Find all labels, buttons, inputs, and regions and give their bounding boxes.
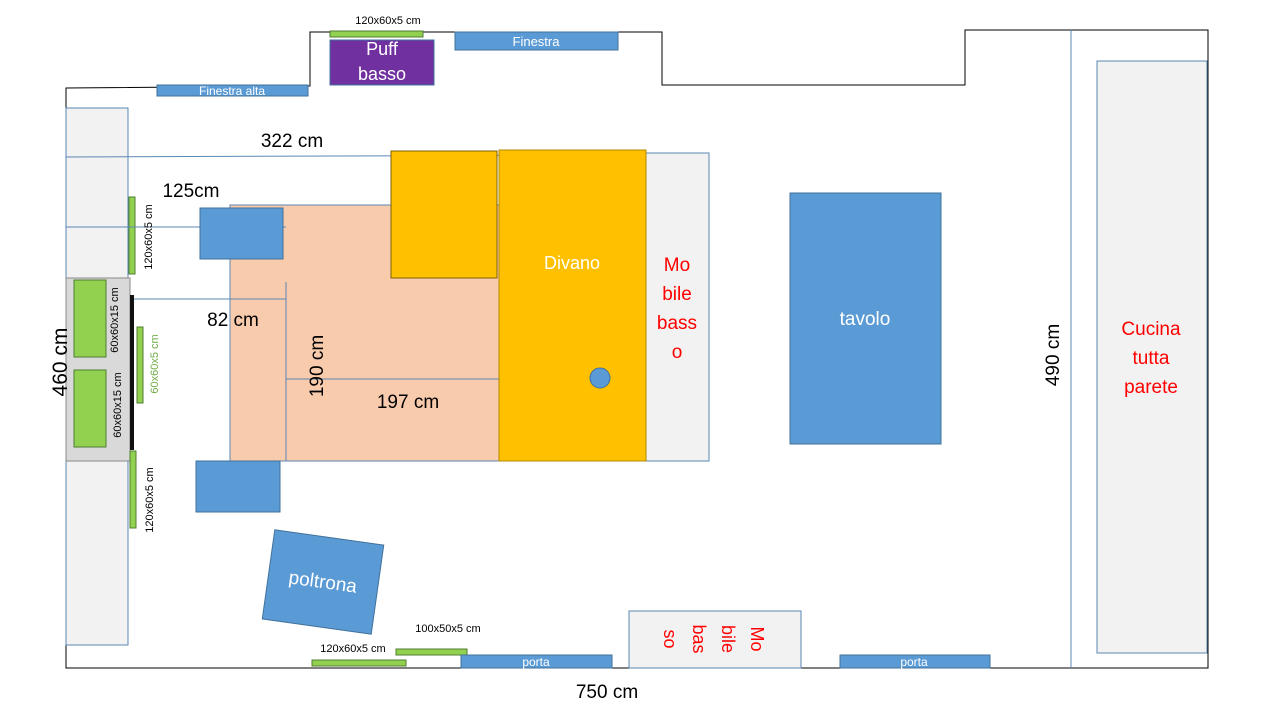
window-label: Finestra	[513, 34, 561, 49]
tv-panel-bottom	[73, 369, 107, 448]
room-outline	[65, 29, 1209, 669]
side-table-bottom	[195, 460, 281, 513]
sideboard-right-label-4: o	[672, 342, 683, 363]
sideboard-bottom-label-3: bas	[689, 624, 709, 653]
dim-82-label: 82 cm	[207, 310, 259, 331]
table	[789, 192, 942, 445]
dim-197-label: 197 cm	[377, 392, 439, 413]
left-panel-top	[128, 196, 136, 275]
table-label: tavolo	[840, 309, 891, 330]
armchair	[261, 529, 385, 635]
sofa-label: Divano	[544, 253, 600, 273]
sideboard-right-label-3: bass	[657, 313, 697, 334]
dim-190-label: 190 cm	[307, 335, 328, 397]
kitchen-label-3: parete	[1124, 377, 1178, 398]
bottom-panel-b-label: 100x50x5 cm	[415, 623, 480, 635]
top-panel	[329, 30, 424, 38]
window	[454, 31, 619, 51]
left-panel-bottom-label: 120x60x5 cm	[144, 467, 156, 532]
door-2-label: porta	[900, 655, 928, 669]
tv-panel-top-label: 60x60x15 cm	[109, 287, 121, 352]
sofa-body	[498, 149, 647, 462]
kitchen-counter	[1096, 60, 1208, 654]
sofa-chaise	[390, 150, 498, 279]
kitchen-label-1: Cucina	[1121, 319, 1181, 340]
left-panel-bottom	[129, 450, 137, 529]
dim-490-label: 490 cm	[1043, 324, 1064, 386]
tv-panel-top	[73, 279, 107, 358]
pouf	[329, 39, 435, 86]
kitchen-label-2: tutta	[1133, 348, 1170, 369]
top-panel-dim-label: 120x60x5 cm	[355, 15, 420, 27]
floor-lamp	[589, 367, 611, 389]
tv-panel-bottom-label: 60x60x15 cm	[112, 372, 124, 437]
dim-125-label: 125cm	[162, 181, 219, 202]
sideboard-right	[645, 152, 710, 462]
dim-460-label: 460 cm	[49, 328, 72, 397]
sideboard-right-label-2: bile	[662, 284, 692, 305]
tv-screen	[130, 295, 134, 450]
sideboard-bottom	[628, 610, 802, 669]
tv-strip-label: 60x60x5 cm	[149, 334, 161, 393]
pouf-label-line1: Puff	[366, 39, 399, 59]
dim-322-label: 322 cm	[261, 131, 323, 152]
bottom-panel-a	[311, 659, 407, 667]
pouf-label-line2: basso	[358, 64, 406, 84]
sideboard-bottom-label-2: bile	[718, 625, 738, 653]
sideboard-bottom-label-4: so	[660, 629, 680, 648]
bottom-panel-b	[395, 648, 468, 656]
window-high	[156, 84, 309, 97]
sideboard-right-label-1: Mo	[664, 255, 690, 276]
window-high-label: Finestra alta	[199, 84, 265, 98]
side-table-top	[199, 207, 284, 260]
bottom-panel-a-label: 120x60x5 cm	[320, 643, 385, 655]
door-1	[460, 654, 613, 669]
tv-strip-panel	[136, 326, 144, 404]
sideboard-bottom-label-1: Mo	[747, 626, 767, 651]
dim-750-label: 750 cm	[576, 682, 638, 703]
left-panel-top-label: 120x60x5 cm	[143, 204, 155, 269]
door-1-label: porta	[522, 655, 550, 669]
door-2	[839, 654, 991, 669]
